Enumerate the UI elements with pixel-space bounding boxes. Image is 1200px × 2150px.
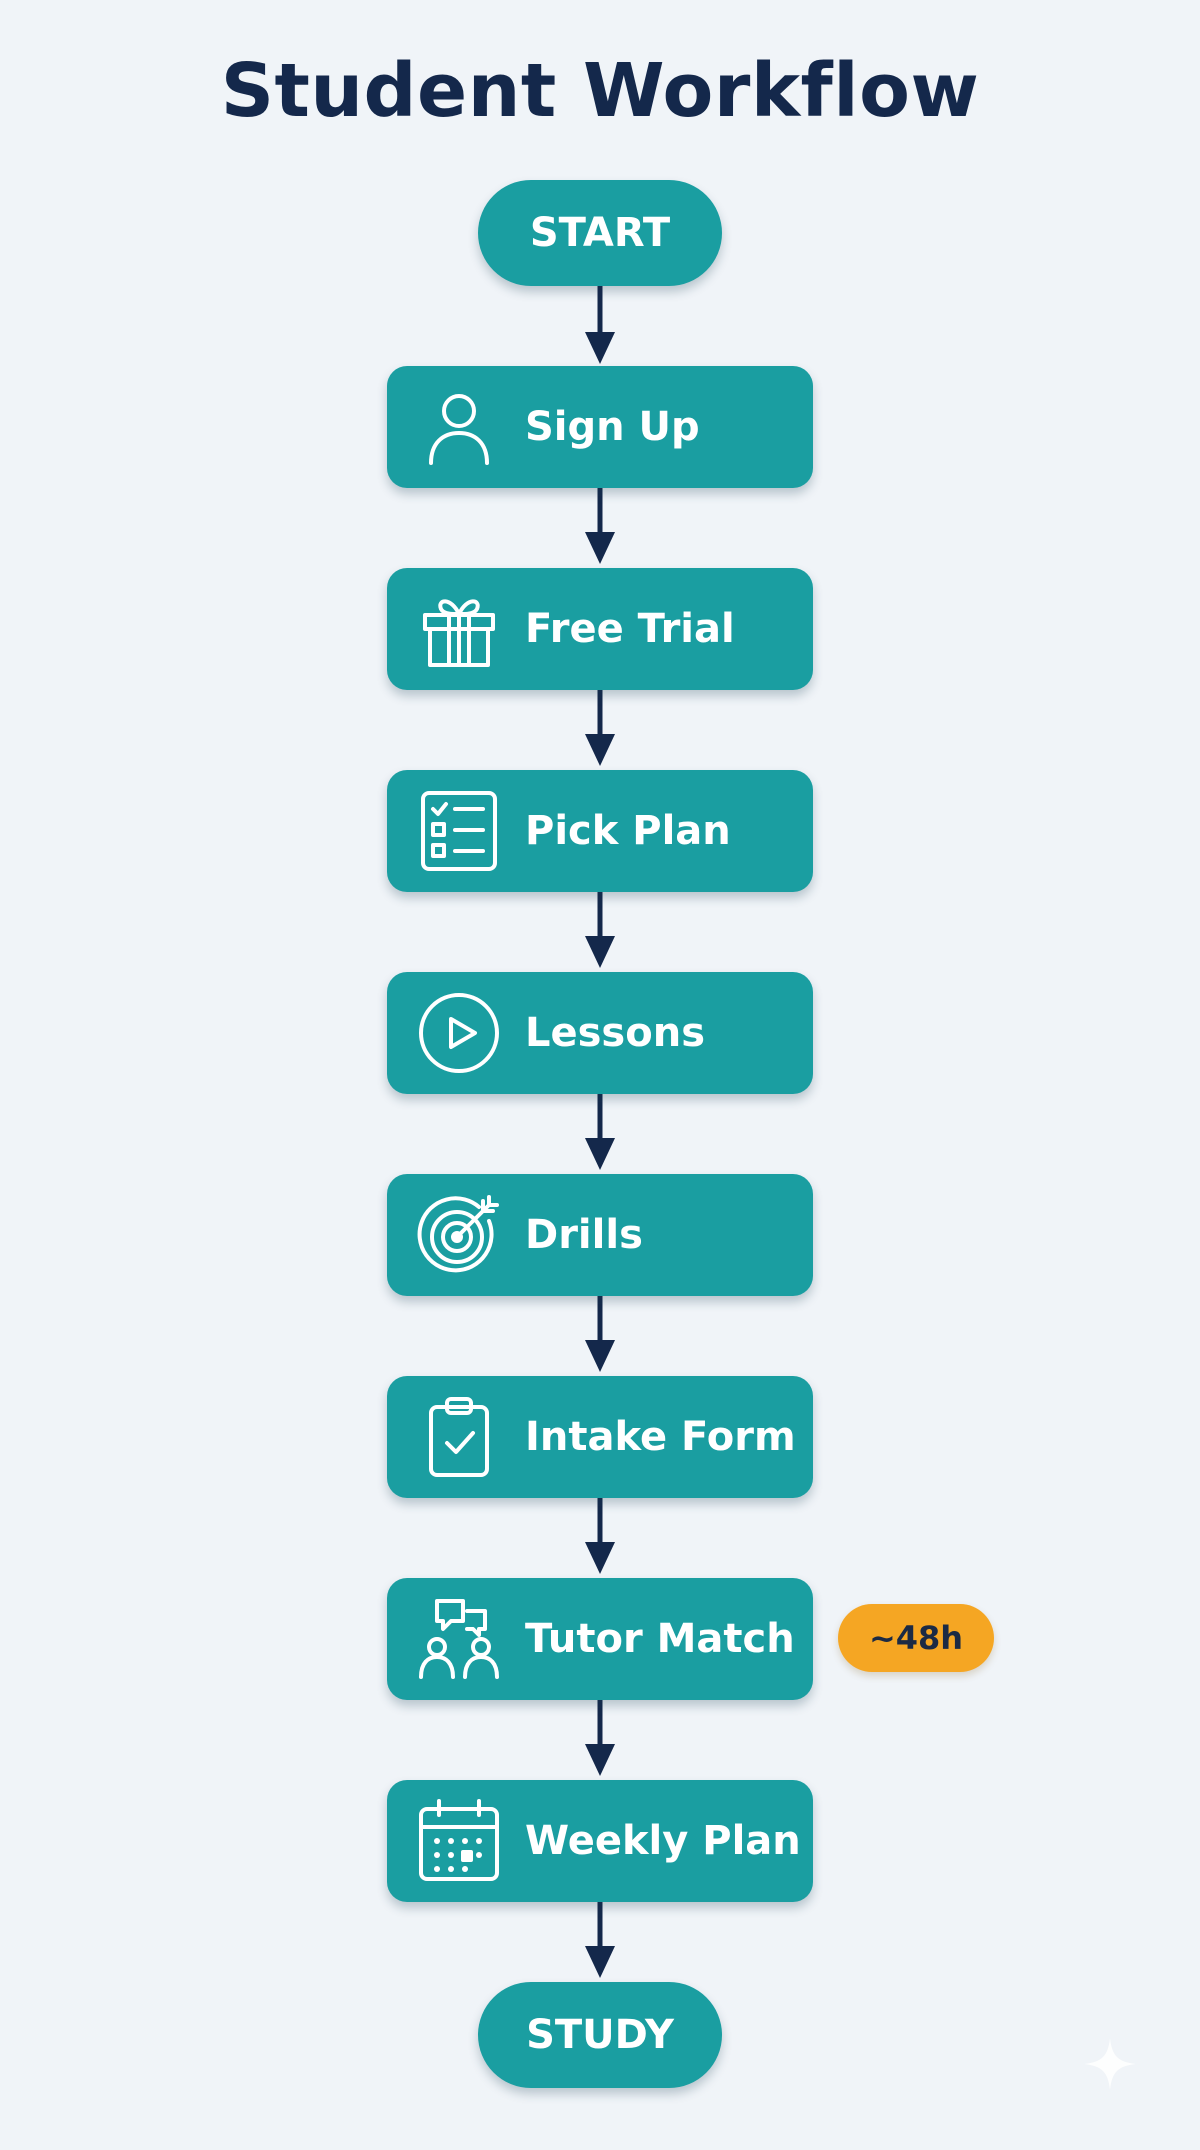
step-label: Tutor Match [525, 1616, 795, 1662]
checklist-icon [417, 789, 501, 873]
play-circle-icon [417, 991, 501, 1075]
step-label: Intake Form [525, 1414, 796, 1460]
step-tutor-match[interactable]: Tutor Match [387, 1578, 813, 1700]
duration-badge: ~48h [838, 1604, 994, 1672]
step-weekly-plan[interactable]: Weekly Plan [387, 1780, 813, 1902]
step-pick-plan[interactable]: Pick Plan [387, 770, 813, 892]
step-intake-form[interactable]: Intake Form [387, 1376, 813, 1498]
step-label: Lessons [525, 1010, 705, 1056]
flow-arrow [585, 286, 615, 364]
step-label: Free Trial [525, 606, 735, 652]
flow-arrow [585, 1296, 615, 1372]
start-node[interactable]: START [478, 180, 722, 286]
step-label: Pick Plan [525, 808, 731, 854]
step-drills[interactable]: Drills [387, 1174, 813, 1296]
clipboard-check-icon [417, 1395, 501, 1479]
flow-arrow [585, 1498, 615, 1574]
sparkle-icon [1084, 2038, 1136, 2090]
flow-arrow [585, 892, 615, 968]
step-label: Drills [525, 1212, 643, 1258]
page-title: Student Workflow [220, 48, 980, 134]
gift-icon [417, 587, 501, 671]
user-icon [417, 385, 501, 469]
end-node[interactable]: STUDY [478, 1982, 722, 2088]
step-sign-up[interactable]: Sign Up [387, 366, 813, 488]
target-icon [417, 1193, 501, 1277]
step-free-trial[interactable]: Free Trial [387, 568, 813, 690]
step-lessons[interactable]: Lessons [387, 972, 813, 1094]
people-chat-icon [417, 1597, 501, 1681]
calendar-icon [417, 1799, 501, 1883]
flow-arrow [585, 1094, 615, 1170]
flow-arrow [585, 690, 615, 766]
step-label: Sign Up [525, 404, 700, 450]
flow-arrow [585, 488, 615, 564]
flow-arrow [585, 1902, 615, 1978]
step-label: Weekly Plan [525, 1818, 801, 1864]
flow-arrow [585, 1700, 615, 1776]
